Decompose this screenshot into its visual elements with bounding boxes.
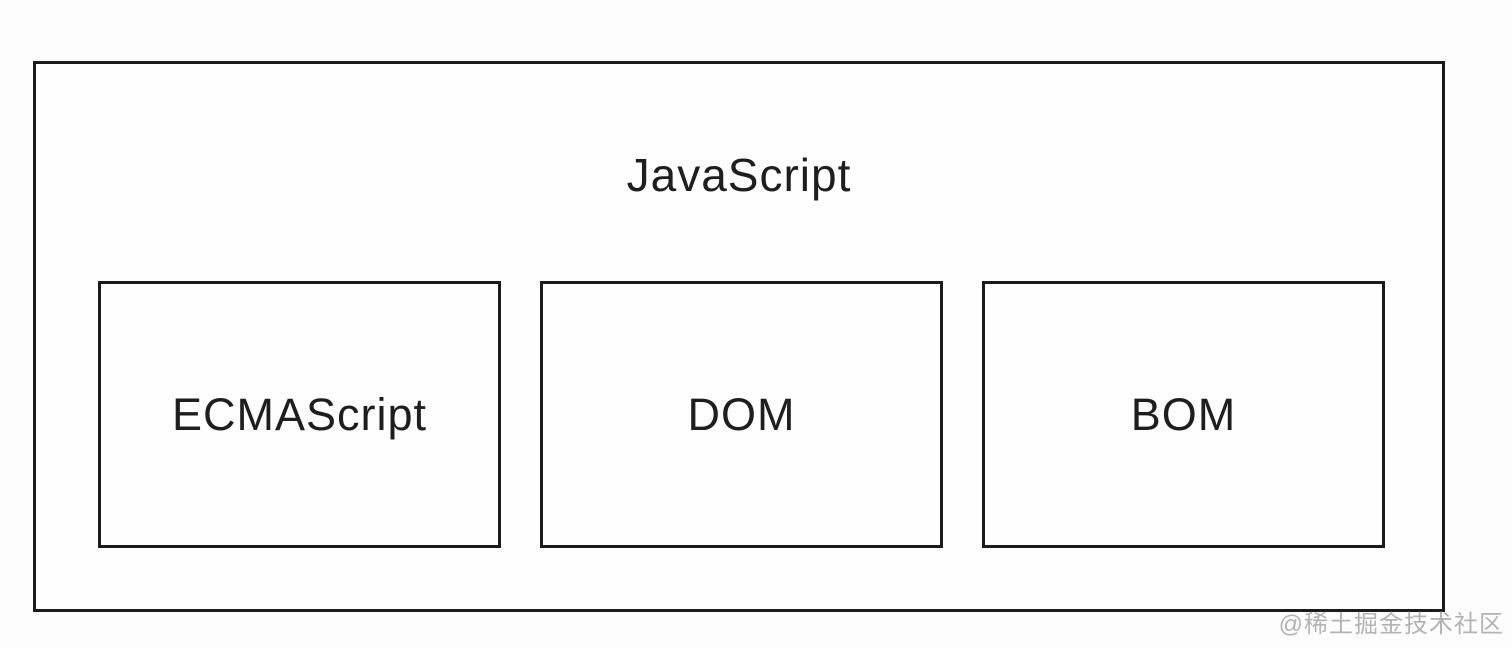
- component-box-bom: BOM: [982, 281, 1385, 548]
- watermark: @稀土掘金技术社区: [1278, 611, 1504, 638]
- javascript-container-box: JavaScript ECMAScript DOM BOM: [33, 61, 1445, 612]
- component-row: ECMAScript DOM BOM: [98, 281, 1385, 548]
- diagram-title: JavaScript: [626, 149, 852, 201]
- component-box-dom: DOM: [540, 281, 943, 548]
- component-box-ecmascript: ECMAScript: [98, 281, 501, 548]
